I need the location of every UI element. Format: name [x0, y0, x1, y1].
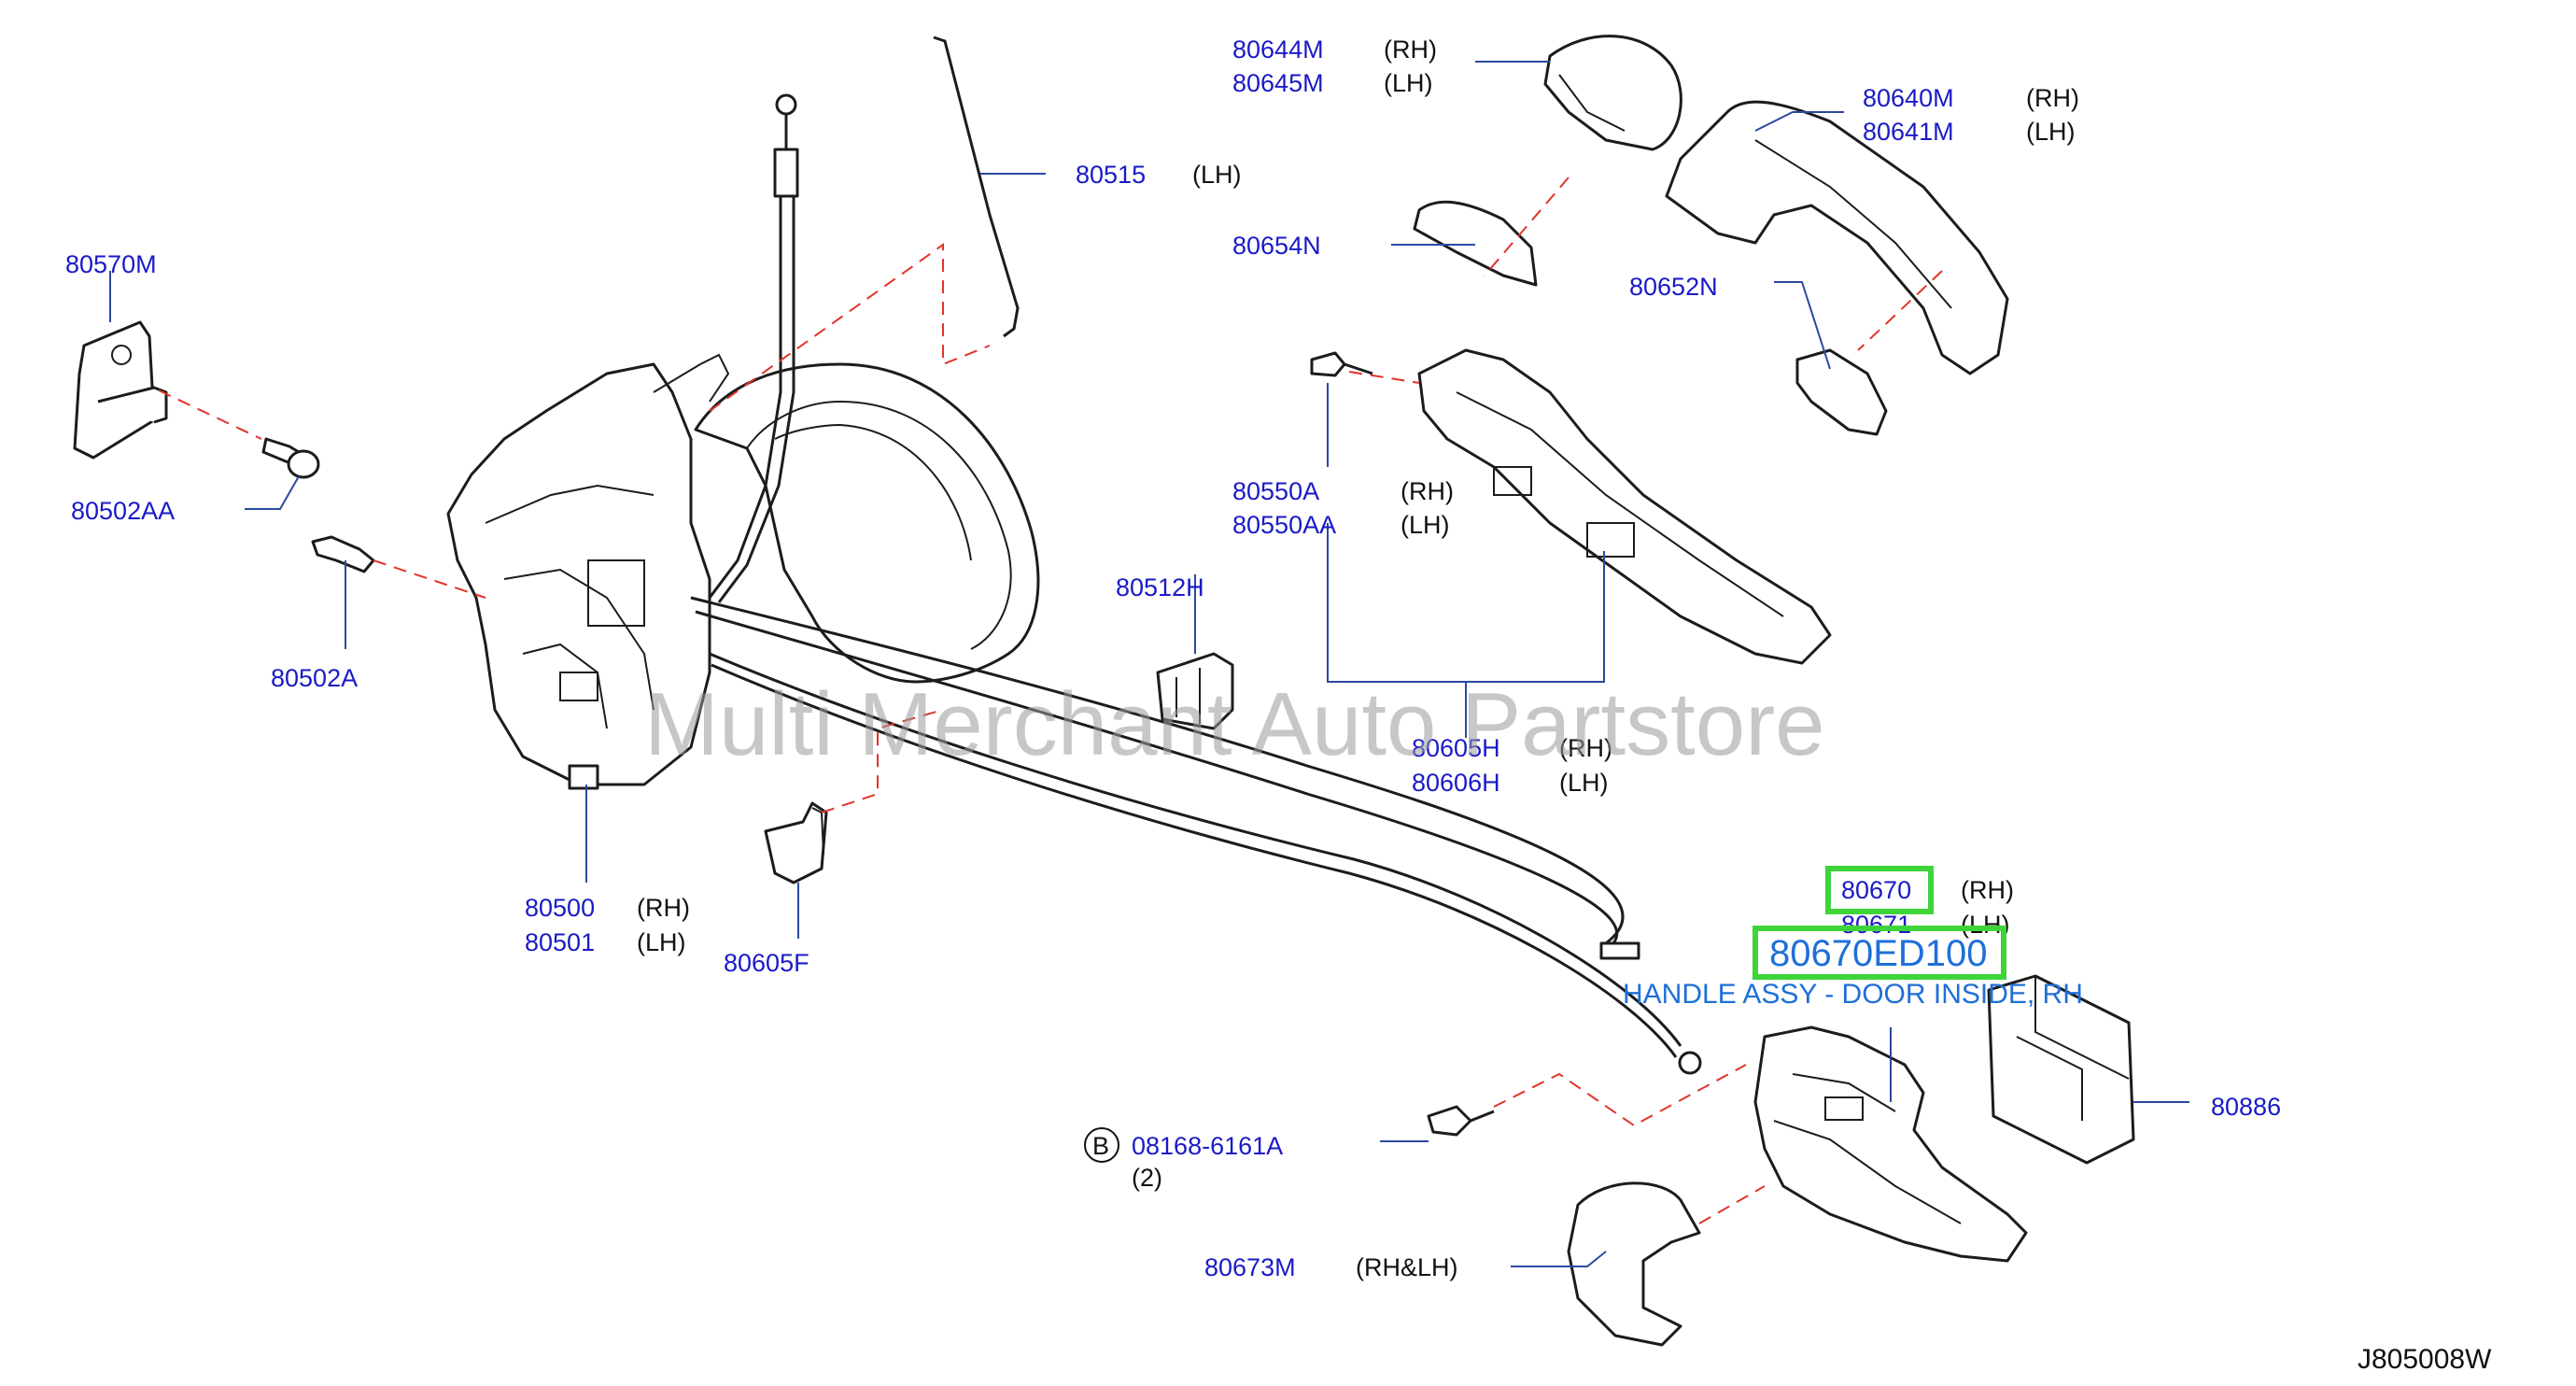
label-80886: 80886 [2211, 1093, 2281, 1121]
label-80605H-side: (RH) [1559, 734, 1612, 762]
label-80606H-side: (LH) [1559, 769, 1609, 797]
label-80673M-side: (RH&LH) [1356, 1253, 1458, 1281]
label-80652N: 80652N [1629, 273, 1718, 301]
outside-handle-escutcheon [1543, 35, 1682, 151]
assembly-lines [158, 177, 1943, 1224]
cable-clip [764, 801, 828, 884]
circle-b-symbol [1084, 1127, 1119, 1163]
label-80500: 80500 [525, 894, 595, 922]
label-80671: 80671 [1841, 911, 1911, 939]
label-80515-side: (LH) [1192, 161, 1242, 189]
highlight-part-number[interactable]: 80670ED100 [1769, 933, 1988, 974]
label-80501-side: (LH) [637, 928, 686, 956]
label-80644M-side: (RH) [1384, 35, 1437, 64]
label-80550AA-side: (LH) [1401, 511, 1450, 539]
label-80500-side: (RH) [637, 894, 690, 922]
label-80670-side: (RH) [1961, 876, 2014, 904]
inside-door-handle [1753, 1025, 2028, 1263]
highlight-box-80670 [1825, 866, 1934, 914]
label-08168-6161A-qty: (2) [1132, 1164, 1162, 1192]
bolt-80550A [1310, 351, 1373, 377]
diagram-code: J805008W [2358, 1344, 2492, 1375]
handle-gasket-front [1413, 200, 1538, 287]
label-80644M: 80644M [1232, 35, 1324, 64]
inside-handle-escutcheon [1567, 1181, 1701, 1347]
label-80640M-side: (RH) [2026, 84, 2079, 112]
label-80515: 80515 [1076, 161, 1146, 189]
label-80606H: 80606H [1412, 769, 1500, 797]
circle-b-letter: B [1092, 1132, 1109, 1160]
label-80670: 80670 [1841, 876, 1911, 904]
label-80645M: 80645M [1232, 69, 1324, 97]
screw-80502A [311, 535, 375, 573]
label-80605F: 80605F [724, 949, 809, 977]
label-80641M: 80641M [1863, 118, 1954, 146]
label-80550AA: 80550AA [1232, 511, 1336, 539]
watermark: Multi Merchant Auto Partstore [644, 674, 1825, 774]
lock-knob-cable [708, 93, 799, 603]
label-80550A: 80550A [1232, 477, 1319, 505]
bolt-08168-6161A [1427, 1105, 1495, 1137]
label-80640M: 80640M [1863, 84, 1954, 112]
label-80502AA: 80502AA [71, 497, 175, 525]
highlight-group: 80670ED100 HANDLE ASSY - DOOR INSIDE, RH [1623, 866, 2083, 1010]
label-80570M: 80570M [65, 250, 157, 278]
highlight-description: HANDLE ASSY - DOOR INSIDE, RH [1623, 979, 2083, 1010]
label-80673M: 80673M [1204, 1253, 1296, 1281]
lock-rod [933, 35, 1020, 338]
door-striker [73, 320, 168, 460]
door-lock-actuator [446, 353, 730, 790]
part-labels: 80644M (RH) 80645M (LH) 80640M (RH) 8064… [65, 35, 2281, 1281]
handle-gasket-rear [1795, 348, 1888, 436]
leader-lines [109, 61, 2189, 1267]
label-80641M-side: (LH) [2026, 118, 2076, 146]
outside-door-handle [1665, 100, 2009, 375]
label-80502A: 80502A [271, 664, 358, 692]
highlight-box-part-number [1753, 926, 2006, 980]
outside-handle-bracket [1417, 348, 1832, 665]
cable-clip-80512H [1156, 652, 1234, 730]
label-80501: 80501 [525, 928, 595, 956]
label-80550A-side: (RH) [1401, 477, 1454, 505]
handle-pad [1987, 974, 2135, 1165]
label-80512H: 80512H [1116, 573, 1204, 601]
label-08168-6161A: 08168-6161A [1132, 1132, 1283, 1160]
label-80645M-side: (LH) [1384, 69, 1433, 97]
cable-loop-bracket [694, 362, 1040, 684]
label-80605H: 80605H [1412, 734, 1500, 762]
remote-control-cables [690, 596, 1702, 1075]
label-80654N: 80654N [1232, 232, 1321, 260]
screw-80502AA [261, 437, 320, 479]
